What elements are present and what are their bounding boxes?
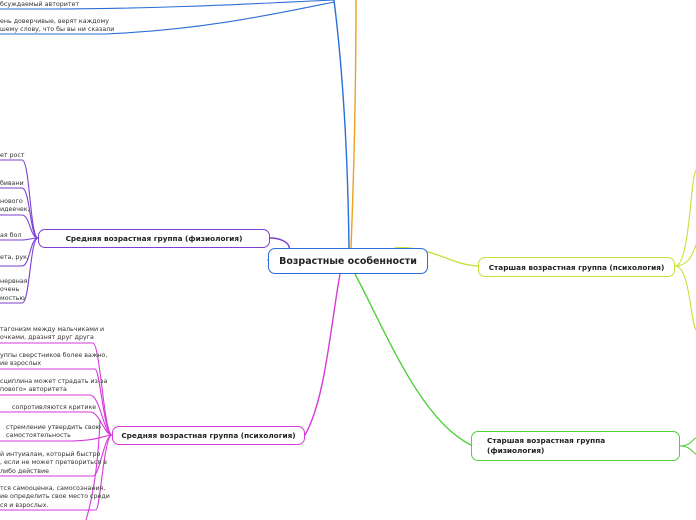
central-topic-label: Возрастные особенности bbox=[279, 255, 417, 267]
leaf-middle-physiology-5[interactable]: ета, рук, bbox=[0, 254, 29, 261]
branch-middle-psychology-label: Средняя возрастная группа (психология) bbox=[121, 431, 296, 440]
leaf-middle-physiology-4[interactable]: ая бол bbox=[0, 232, 22, 239]
child-connector-senior-psychology-2 bbox=[674, 244, 696, 267]
leaf-middle-physiology-2[interactable]: бивани bbox=[0, 180, 24, 187]
branch-middle-psychology[interactable]: Средняя возрастная группа (психология) bbox=[112, 426, 305, 445]
leaf-connector-middle-physiology-3 bbox=[21, 214, 39, 239]
branch-senior-psychology-label: Старшая возрастная группа (психология) bbox=[488, 262, 665, 272]
child-connector-senior-physiology-2 bbox=[679, 445, 696, 455]
branch-senior-psychology[interactable]: Старшая возрастная группа (психология) bbox=[478, 257, 675, 277]
branch-middle-physiology[interactable]: Средняя возрастная группа (физиология) bbox=[38, 229, 270, 248]
central-topic[interactable]: Возрастные особенности bbox=[268, 248, 428, 274]
branch-middle-physiology-label: Средняя возрастная группа (физиология) bbox=[65, 234, 243, 243]
leaf-connector-middle-psychology-tail bbox=[85, 419, 101, 520]
child-connector-senior-psychology-1 bbox=[674, 169, 696, 267]
connector-senior-physiology bbox=[354, 273, 472, 446]
leaf-top-1[interactable]: бсуждаемый авторитет bbox=[0, 1, 80, 8]
leaf-connector-middle-physiology-2 bbox=[21, 187, 39, 239]
child-connector-senior-physiology-1 bbox=[679, 437, 696, 447]
leaf-connector-top-2 bbox=[104, 1, 335, 35]
leaf-middle-psychology-4[interactable]: сопротивляются критике bbox=[12, 404, 97, 411]
leaf-connector-middle-physiology-6 bbox=[21, 237, 39, 304]
connector-middle-psychology bbox=[304, 273, 341, 436]
leaf-middle-psychology-6[interactable]: й интуиалам, который быстро, если не мож… bbox=[0, 451, 107, 475]
leaf-middle-psychology-7[interactable]: тся самооценка, самосознания,ие определи… bbox=[0, 485, 110, 509]
leaf-connector-middle-psychology-7 bbox=[95, 434, 113, 511]
child-connector-senior-psychology-3 bbox=[674, 265, 696, 331]
leaf-middle-psychology-2[interactable]: уппы сверстников более важно,ие взрослых bbox=[0, 352, 108, 368]
connector-senior-psychology bbox=[394, 247, 479, 267]
connector-top-left bbox=[333, 0, 350, 249]
connector-top-right bbox=[350, 0, 357, 249]
leaf-middle-physiology-1[interactable]: ет рост bbox=[0, 152, 25, 159]
leaf-connector-middle-psychology-4 bbox=[89, 411, 113, 436]
leaf-connector-top-1 bbox=[51, 0, 335, 10]
branch-senior-physiology-label: Старшая возрастная группа (физиология) bbox=[487, 436, 606, 455]
branch-senior-physiology[interactable]: Старшая возрастная группа (физиология) bbox=[471, 431, 680, 461]
